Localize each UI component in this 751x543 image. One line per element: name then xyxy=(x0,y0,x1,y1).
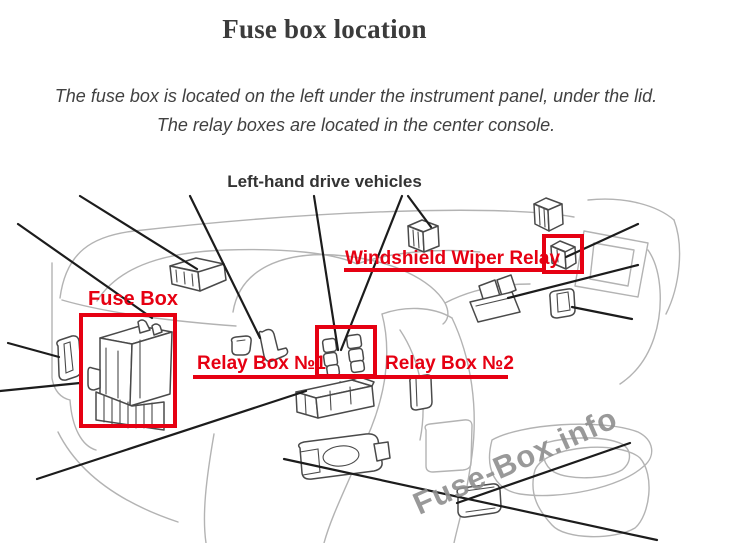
page-title: Fuse box location xyxy=(222,14,427,44)
wiper-relay-underline xyxy=(344,268,544,272)
dash-top-relay-component xyxy=(169,257,227,292)
top-right-relay-component xyxy=(533,197,564,232)
mid-right-relay-component xyxy=(549,288,576,319)
small-console-box-component xyxy=(409,374,433,411)
console-relay-bar-component xyxy=(295,376,375,419)
relay-pair-cluster-component xyxy=(469,274,521,323)
top-center-relay-component xyxy=(407,219,440,253)
wiper-relay-highlight xyxy=(542,234,584,274)
callout-lines xyxy=(0,194,659,542)
relay-boxes-underline xyxy=(193,375,508,379)
fuse-box-highlight xyxy=(79,313,177,428)
relay-box-2-label: Relay Box №2 xyxy=(385,353,514,374)
clip-component xyxy=(230,335,252,356)
diagram-caption: Left-hand drive vehicles xyxy=(227,172,422,191)
hook-clip-component xyxy=(258,328,289,363)
relay-box-1-label: Relay Box №1 xyxy=(197,353,326,374)
subtitle-line-1: The fuse box is located on the left unde… xyxy=(54,86,658,106)
fuse-box-component xyxy=(87,319,173,431)
fuse-box-label: Fuse Box xyxy=(88,288,179,310)
subtitle-line-2: The relay boxes are located in the cente… xyxy=(156,115,556,135)
windshield-wiper-relay-label: Windshield Wiper Relay xyxy=(345,248,561,269)
